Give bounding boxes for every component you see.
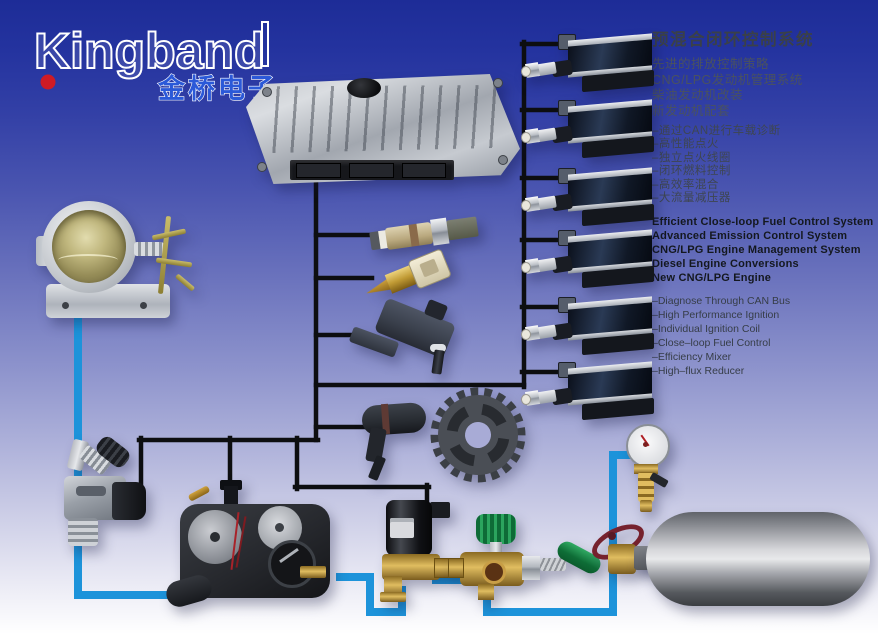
logo-red-dot-icon (40, 74, 56, 90)
cn-bullet: –大流量减压器 (652, 192, 731, 205)
cn-bullet: –高效率混合 (652, 178, 719, 191)
ignition-coil-1 (521, 28, 654, 93)
spark-plug-icon (521, 329, 531, 340)
en-heading-lines: Efficient Close-loop Fuel Control System… (652, 215, 874, 285)
en-bullet: –Efficiency Mixer (652, 351, 732, 364)
spark-plug-icon (521, 200, 531, 211)
en-bullet: –Individual Ignition Coil (652, 323, 760, 336)
green-handwheel (476, 514, 516, 544)
pressure-gauge (616, 420, 682, 514)
en-bullet: –Diagnose Through CAN Bus (652, 295, 791, 308)
cn-feature-lines: 先进的排放控制策略 CNG/LPG发动机管理系统 柴油发动机改装 新发动机配套 (652, 57, 874, 119)
cn-line: 新发动机配套 (652, 103, 731, 118)
cng-cylinder-tank (646, 512, 870, 606)
cn-bullet: –高性能点火 (652, 138, 719, 151)
ecu-connector-strip (289, 159, 455, 180)
filling-valve (448, 514, 606, 608)
ecu-knob (347, 78, 382, 99)
spark-plug-icon (521, 262, 531, 273)
en-bullet: –Close–loop Fuel Control (652, 337, 771, 350)
ignition-coil-4 (521, 224, 654, 289)
ignition-coil-6 (521, 356, 654, 421)
metering-valve (54, 433, 152, 546)
en-line: New CNG/LPG Engine (652, 272, 772, 285)
ignition-coil-2 (521, 94, 654, 159)
ignition-coil-5 (521, 291, 654, 356)
en-line: Diesel Engine Conversions (652, 258, 799, 271)
throttle-bore (52, 210, 126, 283)
en-line: CNG/LPG Engine Management System (652, 244, 861, 257)
logo-end-bar-icon (261, 21, 269, 67)
cn-line: 柴油发动机改装 (652, 88, 744, 102)
ignition-coil-3 (521, 162, 654, 227)
gas-pipe-lines (74, 306, 638, 616)
ecu-control-unit (246, 74, 520, 184)
ecu-cooling-ribs (262, 85, 504, 154)
info-text-block: 预混合闭环控制系统 先进的排放控制策略 CNG/LPG发动机管理系统 柴油发动机… (652, 26, 874, 378)
en-bullet: –High Performance Ignition (652, 309, 780, 322)
cn-bullet: –独立点火线圈 (652, 151, 731, 164)
cn-bullet-list: –通过CAN进行车载诊断 –高性能点火 –独立点火线圈 –闭环燃料控制 –高效率… (652, 125, 874, 205)
cn-title: 预混合闭环控制系统 (652, 31, 814, 49)
cn-bullet: –闭环燃料控制 (652, 165, 731, 178)
throttle-body (36, 196, 198, 320)
en-line: Advanced Emission Control System (652, 230, 848, 243)
cn-bullet: –通过CAN进行车载诊断 (652, 125, 781, 137)
spark-plug-icon (521, 66, 531, 77)
solenoid-shutoff-valve (378, 500, 456, 602)
crankshaft-sensor (356, 400, 432, 481)
en-line: Efficient Close-loop Fuel Control System (652, 216, 874, 229)
logo-wordmark: Kingband (34, 23, 265, 79)
spark-plug-icon (521, 394, 531, 405)
map-sensor (348, 297, 472, 384)
en-bullet-list: –Diagnose Through CAN Bus –High Performa… (652, 294, 874, 378)
timing-gear (424, 384, 532, 490)
spark-plug-icon (521, 132, 531, 143)
cn-line: 先进的排放控制策略 (652, 57, 770, 71)
cn-line: CNG/LPG发动机管理系统 (652, 72, 803, 87)
en-bullet: –High–flux Reducer (652, 365, 745, 378)
pressure-reducer (163, 480, 354, 618)
